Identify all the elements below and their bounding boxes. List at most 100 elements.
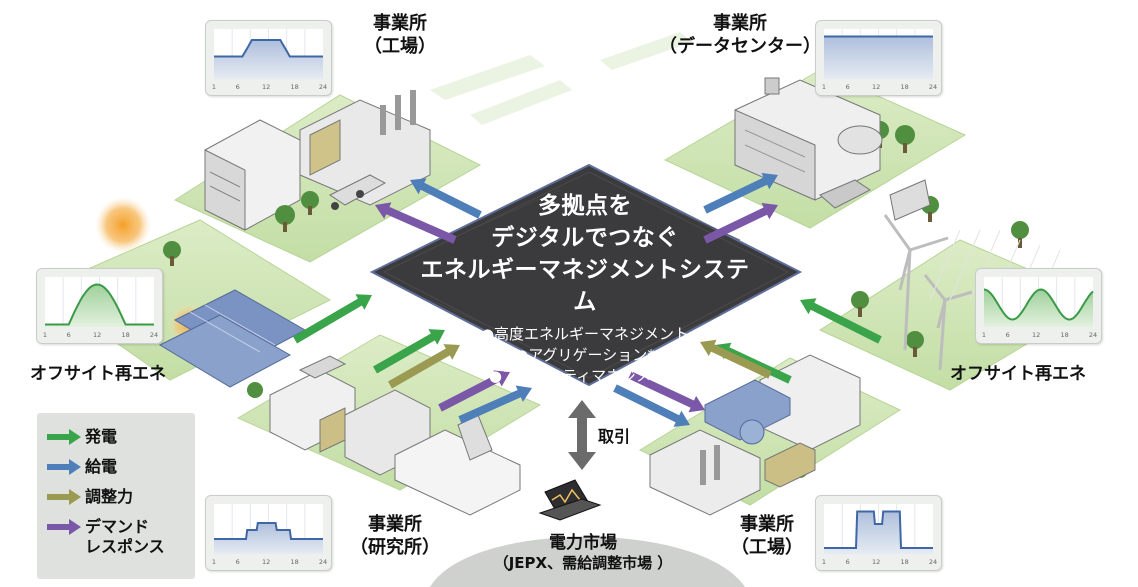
site-label-offsite-left: オフサイト再エネ	[30, 364, 166, 384]
flow-arrows	[293, 172, 882, 427]
tick-label: 24	[319, 83, 327, 91]
site-label-datacenter: 事業所 （データセンター）	[655, 12, 825, 58]
center-title-line: 多拠点を	[538, 193, 632, 219]
site-label-offsite-right: オフサイト再エネ	[950, 364, 1086, 384]
center-bullet: ●高度エネルギーマネジメント	[480, 325, 690, 343]
site-label-line: （研究所）	[350, 537, 440, 558]
tick-label: 18	[1060, 331, 1068, 339]
laptop-icon	[538, 479, 602, 521]
trade-double-arrow-icon	[568, 400, 596, 470]
tick-label: 12	[872, 83, 880, 91]
legend: 発電 給電 調整力 デマンド レスポンス	[37, 413, 195, 579]
tick-label: 6	[236, 558, 240, 566]
olive-arrow-icon	[47, 489, 81, 505]
profile-line	[45, 283, 154, 326]
legend-item-demand-response: デマンド レスポンス	[47, 517, 165, 557]
generation-arrow-lab	[373, 329, 445, 374]
profile-line	[214, 39, 323, 58]
profile-area	[214, 40, 323, 79]
legend-label-line: 発電	[85, 427, 118, 446]
tick-label: 6	[846, 558, 850, 566]
center-title: 多拠点を デジタルでつなぐ エネルギーマネジメントシステム	[420, 190, 750, 318]
center-bullets: ●高度エネルギーマネジメント ●アグリゲーション* ●ファシリティマネジメント	[420, 324, 750, 387]
tick-label: 6	[1006, 331, 1010, 339]
tick-label: 12	[872, 558, 880, 566]
site-label-line: （工場）	[731, 537, 803, 558]
site-label-line: 事業所	[740, 514, 794, 535]
market-mound	[430, 536, 745, 587]
site-label-factory-top: 事業所 （工場）	[340, 12, 460, 58]
trade-label: 取引	[598, 427, 631, 446]
datacenter-building-icon	[734, 77, 931, 221]
profile-area	[824, 36, 933, 79]
profile-area	[984, 289, 1093, 327]
legend-label: 発電	[85, 427, 117, 447]
center-bullet: ●アグリゲーション*	[515, 346, 655, 364]
tick-label: 1	[212, 83, 216, 91]
demand-response-arrow-lab	[438, 370, 510, 412]
market-title: 電力市場	[549, 533, 617, 553]
tick-label: 6	[67, 331, 71, 339]
generation-profile-card-offsite-right: 1 6 12 18 24	[975, 268, 1102, 344]
center-title-line: デジタルでつなぐ	[491, 225, 679, 251]
tick-label: 1	[982, 331, 986, 339]
site-label-line: （データセンター）	[659, 36, 821, 57]
profile-area	[214, 523, 323, 554]
legend-label: 調整力	[85, 487, 133, 507]
profile-line	[214, 522, 323, 540]
supply-arrow-datacenter	[703, 172, 778, 214]
legend-label-line: デマンド	[85, 517, 150, 536]
site-label-line: 事業所	[373, 13, 427, 34]
legend-item-regulation: 調整力	[47, 487, 133, 507]
tick-label: 1	[43, 331, 47, 339]
market-subtitle: （JEPX、需給調整市場 ）	[493, 554, 673, 572]
tick-label: 1	[212, 558, 216, 566]
blue-arrow-icon	[47, 459, 81, 475]
center-title-line: エネルギーマネジメントシステム	[420, 257, 750, 315]
profile-line	[824, 510, 933, 549]
tick-label: 18	[900, 558, 908, 566]
tick-label: 12	[262, 83, 270, 91]
tick-label: 18	[290, 83, 298, 91]
tick-label: 1	[822, 83, 826, 91]
regulation-arrow-factory-bottom	[700, 339, 772, 379]
profile-chart: 1 6 12 18 24	[982, 277, 1097, 339]
tick-label: 12	[1032, 331, 1040, 339]
profile-line	[983, 288, 1094, 321]
legend-label: 給電	[85, 457, 117, 477]
demand-response-arrow-datacenter	[703, 202, 778, 244]
tick-label: 12	[93, 331, 101, 339]
tick-label: 24	[1089, 331, 1097, 339]
legend-item-generation: 発電	[47, 427, 117, 447]
demand-response-arrow-factory-bottom	[628, 371, 705, 413]
factory-top-buildings-icon	[204, 90, 431, 231]
supply-arrow-factory-top	[410, 178, 482, 219]
purple-arrow-icon	[47, 519, 81, 535]
profile-chart: 1 6 12 18 24	[822, 504, 937, 566]
green-arrow-icon	[47, 429, 81, 445]
solar-panel-icon	[158, 289, 307, 388]
lab-building-icon	[269, 355, 521, 516]
generation-arrow-offsite-right	[800, 298, 882, 344]
site-label-lab: 事業所 （研究所）	[335, 513, 455, 559]
site-label-line: 事業所	[713, 13, 767, 34]
tick-label: 1	[822, 558, 826, 566]
center-content: 多拠点を デジタルでつなぐ エネルギーマネジメントシステム ●高度エネルギーマネ…	[420, 190, 750, 387]
legend-label: デマンド レスポンス	[85, 517, 165, 557]
demand-response-arrow-factory-top	[375, 202, 457, 244]
tick-label: 24	[929, 83, 937, 91]
legend-label-line: 給電	[85, 457, 118, 476]
site-label-factory-bottom: 事業所 （工場）	[707, 513, 827, 559]
tick-label: 24	[929, 558, 937, 566]
tick-label: 18	[900, 83, 908, 91]
profile-area	[824, 511, 933, 554]
center-bullet: ●ファシリティマネジメント	[488, 367, 682, 385]
road-strips	[430, 32, 692, 125]
legend-label-line: 調整力	[85, 487, 134, 506]
